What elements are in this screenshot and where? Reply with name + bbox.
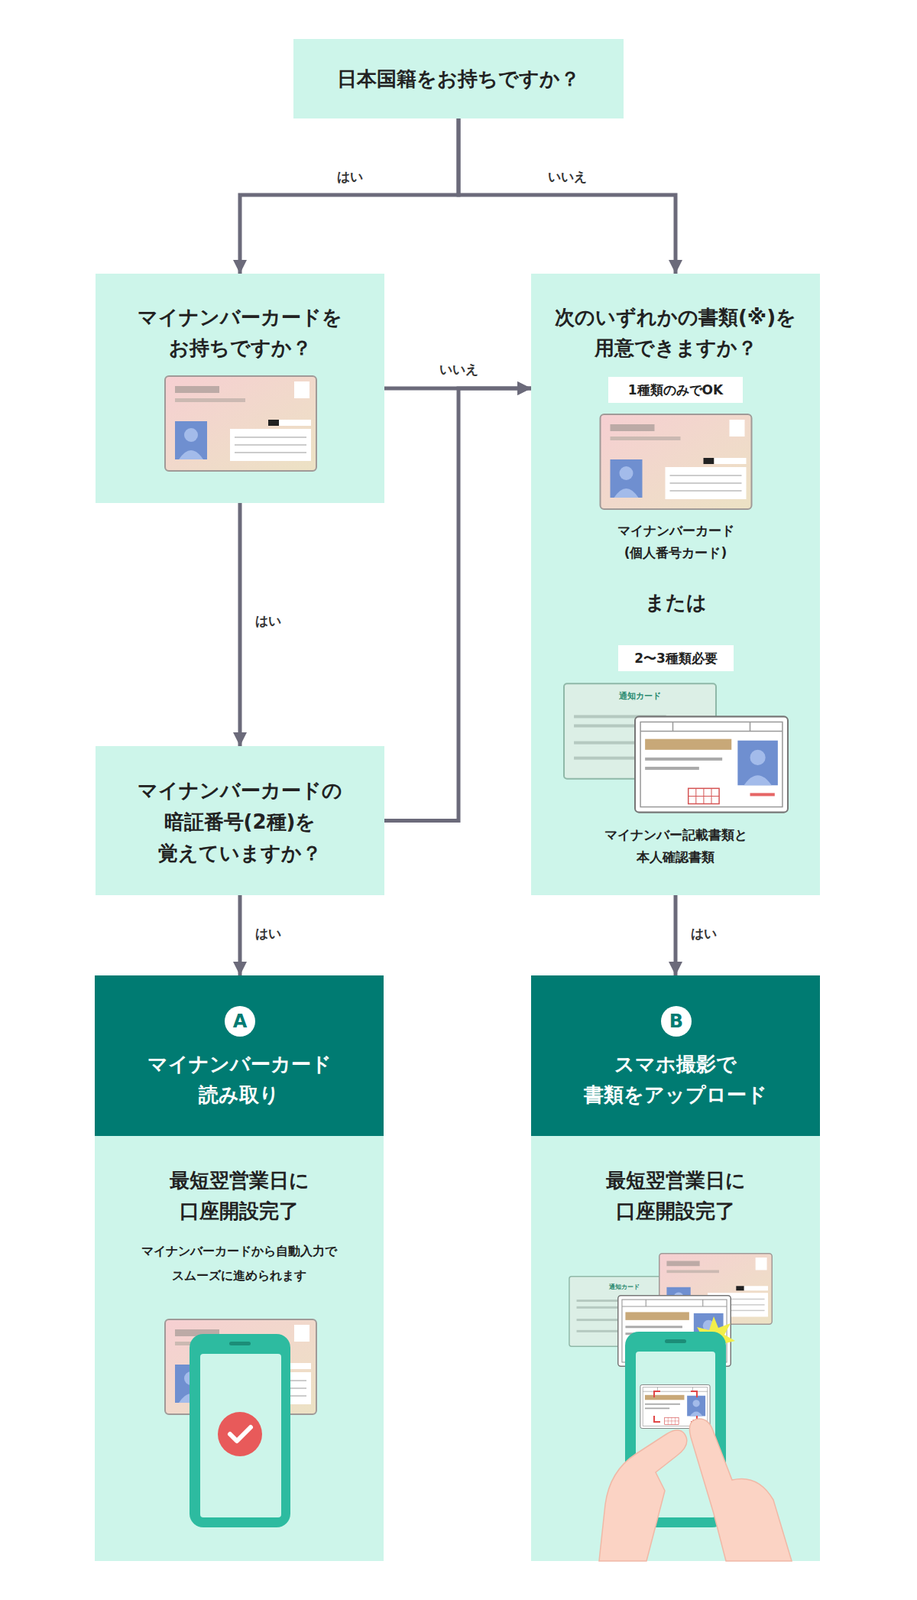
result-body: 最短翌営業日に 口座開設完了 <box>531 1135 820 1561</box>
flow-arrow <box>384 388 532 821</box>
node-title: スマホ撮影で 書類をアップロード <box>560 1048 791 1110</box>
question-box: 次のいずれかの書類(※)を 用意できますか？ マイナンバーカード (個人番号カード… <box>531 273 820 895</box>
node-title: 日本国籍をお持ちですか？ <box>305 63 612 94</box>
node-title: B <box>661 1005 692 1037</box>
node-text: マイナンバーカードから自動入力で スムーズに進められます <box>109 1238 370 1288</box>
node-text: または <box>599 588 752 616</box>
edge-label: はい <box>336 168 363 186</box>
flow-arrow <box>673 894 678 976</box>
result-header: マイナンバーカード 読み取り A <box>94 975 384 1136</box>
flow-arrow <box>239 118 459 274</box>
question-box: マイナンバーカードを お持ちですか？ <box>95 273 385 503</box>
note-pill: 1種類のみでOK <box>608 376 743 403</box>
node-title: 最短翌営業日に 口座開設完了 <box>580 1164 772 1226</box>
node-text: マイナンバー記載書類と 本人確認書類 <box>583 823 768 869</box>
node-title: マイナンバーカード 読み取り <box>124 1048 354 1110</box>
node-title: マイナンバーカードの 暗証番号(2種)を 覚えていますか？ <box>125 774 355 869</box>
edge-label: いいえ <box>439 360 479 379</box>
question-box: マイナンバーカードの 暗証番号(2種)を 覚えていますか？ <box>95 745 385 895</box>
result-body: 最短翌営業日に 口座開設完了マイナンバーカードから自動入力で スムーズに進められ… <box>94 1135 384 1561</box>
flow-arrow <box>384 386 532 391</box>
option-badge: A <box>224 1005 256 1037</box>
node-text: マイナンバーカード (個人番号カード) <box>591 519 760 564</box>
question-box: 日本国籍をお持ちですか？ <box>293 38 624 119</box>
edge-label: いいえ <box>547 168 587 186</box>
note-pill: 2〜3種類必要 <box>618 644 734 671</box>
edge-label: はい <box>255 924 282 943</box>
flow-arrow <box>458 118 676 274</box>
edge-label: はい <box>255 612 282 630</box>
node-title: マイナンバーカードを お持ちですか？ <box>125 301 355 363</box>
result-header: スマホ撮影で 書類をアップロード B <box>531 975 820 1136</box>
node-title: 最短翌営業日に 口座開設完了 <box>143 1164 335 1226</box>
node-title: A <box>224 1005 256 1037</box>
flow-arrow <box>238 502 243 746</box>
node-title: 次のいずれかの書類(※)を 用意できますか？ <box>537 301 814 363</box>
node-title: 2〜3種類必要 <box>618 644 734 671</box>
flow-arrow <box>238 894 243 976</box>
edge-label: はい <box>690 924 717 943</box>
option-badge: B <box>661 1005 692 1037</box>
node-title: 1種類のみでOK <box>608 376 743 403</box>
